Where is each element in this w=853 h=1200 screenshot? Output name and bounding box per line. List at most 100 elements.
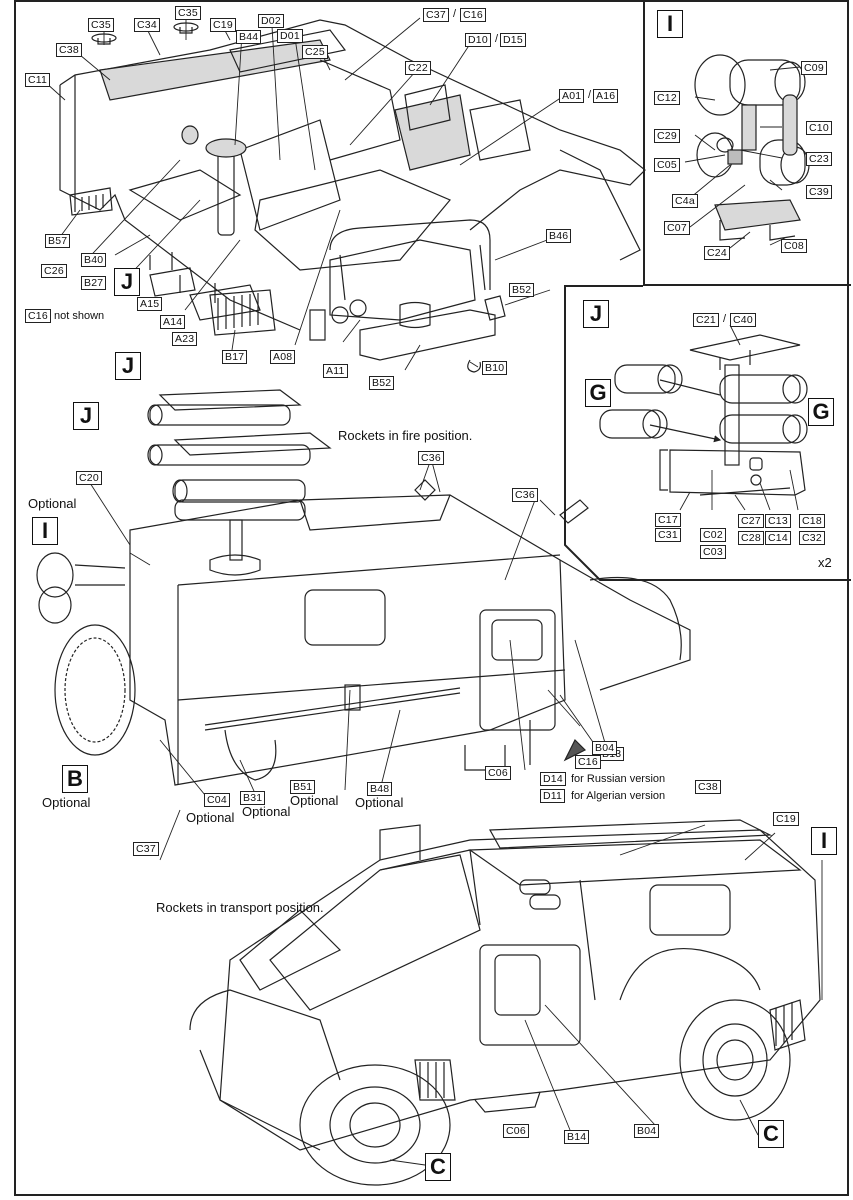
- part-label-C22: C22: [405, 61, 431, 75]
- part-label-C21: C21: [693, 313, 719, 327]
- callout-marker-I: I: [811, 827, 837, 855]
- part-label-C23: C23: [806, 152, 832, 166]
- part-label-C03: C03: [700, 545, 726, 559]
- part-label-D10: D10: [465, 33, 491, 47]
- part-label-B17: B17: [222, 350, 248, 364]
- part-label-C35: C35: [88, 18, 114, 32]
- part-label-C11: C11: [25, 73, 51, 87]
- separator-slash: /: [723, 313, 727, 325]
- note-part-D11: D11: [540, 789, 566, 803]
- part-label-A08: A08: [270, 350, 296, 364]
- note-part-D14: D14: [540, 772, 566, 786]
- part-label-C04: C04: [204, 793, 230, 807]
- part-label-A15: A15: [137, 297, 163, 311]
- part-label-B04: B04: [634, 1124, 660, 1138]
- caption-optional: Optional: [42, 795, 91, 810]
- part-label-C25: C25: [302, 45, 328, 59]
- top-hull-drawing: [59, 19, 646, 373]
- part-label-C27: C27: [738, 514, 764, 528]
- note-not-shown: not shown: [54, 310, 105, 322]
- part-label-C24: C24: [704, 246, 730, 260]
- part-label-B27: B27: [81, 276, 107, 290]
- page-frame-top: [14, 0, 849, 2]
- part-label-C06: C06: [485, 766, 511, 780]
- callout-marker-C: C: [758, 1120, 784, 1148]
- part-label-A11: A11: [323, 364, 348, 378]
- part-label-C26: C26: [41, 264, 67, 278]
- part-label-C36: C36: [512, 488, 538, 502]
- leader-lines: [44, 16, 823, 1166]
- bottom-vehicle-drawing: [189, 819, 821, 1186]
- part-label-A16: A16: [593, 89, 619, 103]
- middle-vehicle-drawing: [36, 389, 691, 786]
- part-label-C19: C19: [210, 18, 236, 32]
- part-label-B31: B31: [240, 791, 266, 805]
- part-label-C37: C37: [423, 8, 449, 22]
- note-algerian-version: for Algerian version: [571, 790, 666, 802]
- part-label-B10: B10: [482, 361, 508, 375]
- part-label-C40: C40: [730, 313, 756, 327]
- part-label-C14: C14: [765, 531, 791, 545]
- part-label-C34: C34: [134, 18, 160, 32]
- part-label-B48: B48: [367, 782, 393, 796]
- part-label-C32: C32: [799, 531, 825, 545]
- part-label-B46: B46: [546, 229, 572, 243]
- callout-marker-J: J: [114, 268, 140, 296]
- part-label-B52: B52: [509, 283, 535, 297]
- inset-J-drawing: [599, 334, 808, 496]
- part-label-C13: C13: [765, 514, 791, 528]
- part-label-B04: B04: [592, 741, 618, 755]
- part-label-C38: C38: [56, 43, 82, 57]
- part-label-C36: C36: [418, 451, 444, 465]
- caption-fire-position: Rockets in fire position.: [338, 428, 473, 443]
- part-label-C29: C29: [654, 129, 680, 143]
- part-label-C20: C20: [76, 471, 102, 485]
- part-label-C37: C37: [133, 842, 159, 856]
- part-label-C38: C38: [695, 780, 721, 794]
- part-label-B57: B57: [45, 234, 71, 248]
- caption-optional: Optional: [242, 804, 291, 819]
- callout-marker-G: G: [585, 379, 611, 407]
- part-label-D01: D01: [277, 29, 303, 43]
- inset-panel-I: [643, 0, 851, 286]
- part-label-A14: A14: [160, 315, 186, 329]
- callout-marker-G: G: [808, 398, 834, 426]
- callout-marker-C: C: [425, 1153, 451, 1181]
- part-label-C31: C31: [655, 528, 681, 542]
- caption-optional: Optional: [28, 496, 77, 511]
- quantity-multiplier: x2: [818, 555, 832, 570]
- callout-marker-I: I: [657, 10, 683, 38]
- caption-transport-position: Rockets in transport position.: [156, 900, 324, 915]
- part-label-D02: D02: [258, 14, 284, 28]
- part-label-C4a: C4a: [672, 194, 698, 208]
- part-label-C10: C10: [806, 121, 832, 135]
- part-label-B51: B51: [290, 780, 316, 794]
- part-label-B52: B52: [369, 376, 395, 390]
- part-label-C06: C06: [503, 1124, 529, 1138]
- part-label-C07: C07: [664, 221, 690, 235]
- part-label-D15: D15: [500, 33, 526, 47]
- callout-marker-B: B: [62, 765, 88, 793]
- separator-slash: /: [588, 89, 592, 101]
- note-part-C16: C16: [25, 309, 51, 323]
- callout-marker-J: J: [115, 352, 141, 380]
- caption-optional: Optional: [290, 793, 339, 808]
- page-frame: [14, 0, 849, 1196]
- part-label-C05: C05: [654, 158, 680, 172]
- inset-panel-J-border: [564, 285, 851, 581]
- separator-slash: /: [453, 8, 457, 20]
- part-label-C08: C08: [781, 239, 807, 253]
- callout-marker-I: I: [32, 517, 58, 545]
- note-russian-version: for Russian version: [571, 773, 666, 785]
- part-label-C16: C16: [460, 8, 486, 22]
- callout-marker-J: J: [583, 300, 609, 328]
- part-label-B14: B14: [564, 1130, 590, 1144]
- part-label-C39: C39: [806, 185, 832, 199]
- part-label-A23: A23: [172, 332, 198, 346]
- separator-slash: /: [495, 33, 499, 45]
- part-label-C12: C12: [654, 91, 680, 105]
- part-label-C17: C17: [655, 513, 681, 527]
- callout-marker-J: J: [73, 402, 99, 430]
- part-label-B40: B40: [81, 253, 107, 267]
